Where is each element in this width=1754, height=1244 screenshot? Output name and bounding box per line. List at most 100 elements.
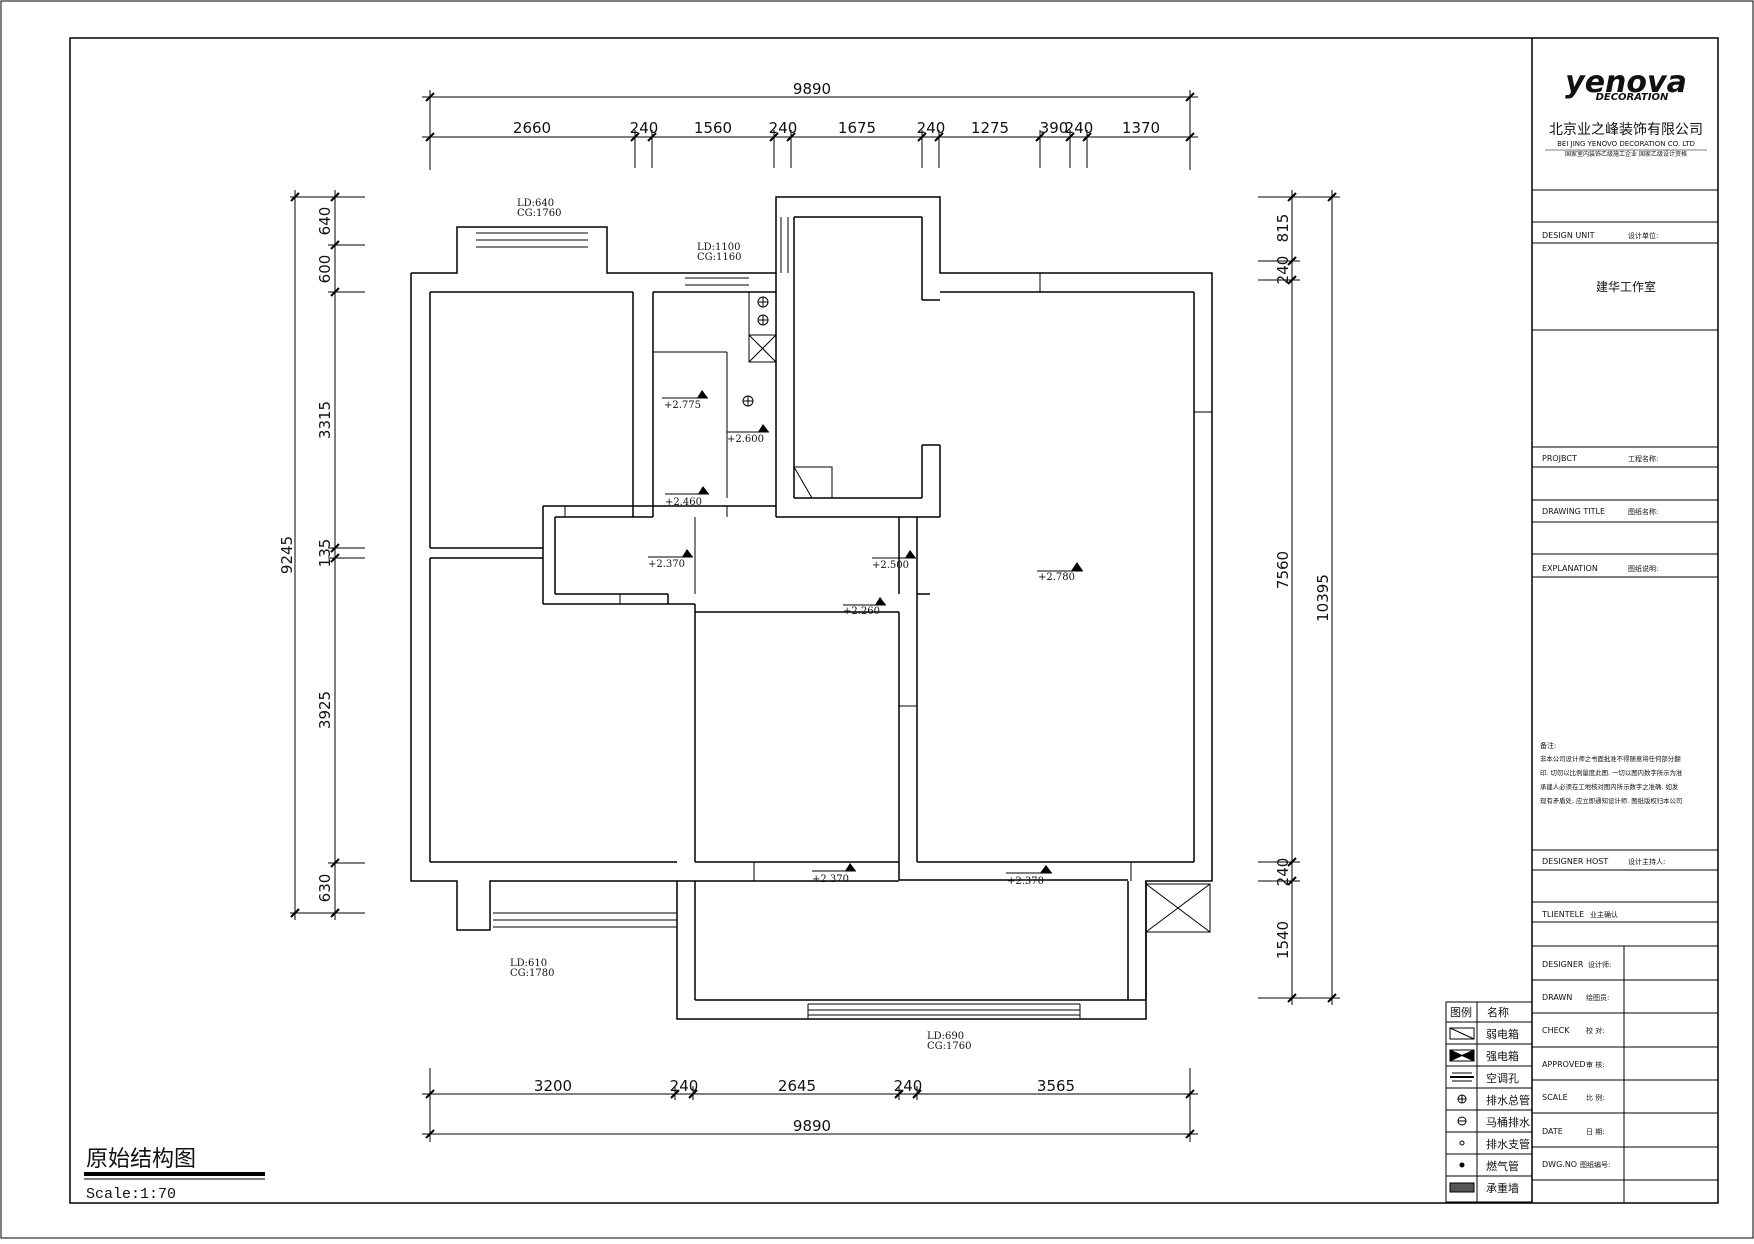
legend-item: 弱电箱: [1486, 1027, 1519, 1041]
window-cg: CG:1760: [927, 1041, 971, 1052]
tb-label: DATE: [1542, 1127, 1563, 1136]
tb-cn: 校 对:: [1586, 1026, 1605, 1035]
dim-label: 240: [630, 119, 659, 137]
tb-label: TLIENTELE: [1541, 910, 1584, 919]
elevation-value: +2.460: [665, 497, 702, 508]
dim-label: 1540: [1274, 921, 1292, 959]
window-cg: CG:1160: [697, 252, 741, 263]
right-segment-labels: 815 240 7560 240 1540: [1274, 214, 1292, 959]
dim-label: 135: [316, 539, 334, 568]
window-ld: LD:610: [510, 958, 547, 969]
dim-label: 630: [316, 874, 334, 903]
legend-symbols: [1449, 1027, 1475, 1193]
window-cg: CG:1780: [510, 968, 554, 979]
elevation-markers: +2.775 +2.600 +2.460 +2.370 +2.500 +2.78…: [648, 390, 1083, 887]
legend-item: 排水支管: [1486, 1137, 1530, 1151]
tb-cn: 图纸说明:: [1628, 564, 1658, 573]
right-total-dimension: 10395: [1314, 574, 1332, 622]
dim-label: 240: [917, 119, 946, 137]
tb-cn: 设计师:: [1588, 960, 1611, 969]
title-block: [1531, 38, 1718, 1203]
notes-title: 备注:: [1540, 741, 1556, 750]
dim-label: 1370: [1122, 119, 1160, 137]
elevation-value: +2.600: [727, 434, 764, 445]
tb-cn: 比 例:: [1586, 1093, 1605, 1102]
company-logo: yenova DECORATION: [1565, 65, 1687, 103]
tb-cn: 设计主持人:: [1628, 857, 1665, 866]
tb-label: DRAWING TITLE: [1542, 507, 1605, 516]
dim-label: 240: [769, 119, 798, 137]
tb-label: CHECK: [1542, 1026, 1570, 1035]
fixture-cabinet: [748, 291, 777, 363]
elevation-marker: +2.600: [727, 424, 769, 445]
elevation-marker: +2.780: [1037, 562, 1083, 583]
tb-label: EXPLANATION: [1542, 564, 1598, 573]
outer-wall: [410, 196, 1213, 1020]
elevation-value: +2.780: [1038, 572, 1075, 583]
elevation-marker: +2.775: [662, 390, 708, 411]
dim-label: 2660: [513, 119, 551, 137]
gas-pipe-icon: [1459, 1162, 1465, 1168]
top-total-dimension: 9890: [793, 80, 831, 98]
dim-label: 3565: [1037, 1077, 1075, 1095]
drawing-title: 原始结构图: [86, 1147, 196, 1172]
elevation-value: +2.370: [1007, 876, 1044, 887]
tb-label: DESIGN UNIT: [1542, 231, 1595, 240]
title-underline: [84, 1172, 265, 1176]
logo-wordmark: yenova: [1565, 65, 1687, 100]
pipes: [742, 296, 769, 407]
tb-cn: 图纸名称:: [1628, 507, 1658, 516]
elevation-value: +2.370: [812, 874, 849, 885]
tb-cn: 日 期:: [1586, 1128, 1605, 1136]
notes-line: 印. 切勿以比例量度此图. 一切以图内数字所示为准: [1540, 768, 1683, 777]
tb-label: DRAWN: [1542, 993, 1572, 1002]
dim-label: 390: [1040, 119, 1069, 137]
dim-label: 7560: [1274, 551, 1292, 589]
company-name-cn: 北京业之峰装饰有限公司: [1549, 122, 1703, 138]
legend-item: 燃气管: [1486, 1159, 1519, 1173]
company-cert: 国家室内装饰乙级施工企业 国家乙级设计资格: [1565, 150, 1687, 158]
dim-label: 240: [1274, 858, 1292, 887]
drain-branch-icon: [1459, 1140, 1465, 1146]
dim-label: 240: [1065, 119, 1094, 137]
window-ld: LD:690: [927, 1031, 964, 1042]
legend-header: 图例: [1450, 1005, 1472, 1019]
tb-cn: 审 核:: [1586, 1060, 1605, 1069]
dim-label: 240: [894, 1077, 923, 1095]
dim-label: 600: [316, 255, 334, 284]
legend-item: 排水总管: [1486, 1093, 1530, 1107]
legend-text: 图例 名称 弱电箱 强电箱 空调孔 排水总管 马桶排水 排水支管 燃气管 承重墙: [1450, 1005, 1530, 1195]
elevation-marker: +2.370: [648, 549, 693, 570]
tb-cn: 业主确认: [1590, 910, 1618, 919]
bottom-total-dimension: 9890: [793, 1117, 831, 1135]
tb-label: PROJBCT: [1542, 454, 1577, 463]
window-ld: LD:1100: [697, 242, 740, 253]
elevation-marker: +2.500: [872, 550, 916, 571]
top-dimension-ticks: [425, 92, 1195, 142]
legend-item: 空调孔: [1486, 1071, 1519, 1085]
dim-label: 1560: [694, 119, 732, 137]
elevation-value: +2.370: [648, 559, 685, 570]
left-segment-labels: 640 600 3315 135 3925 630: [316, 207, 334, 903]
dim-label: 1275: [971, 119, 1009, 137]
tb-label: DWG.NO: [1542, 1160, 1577, 1169]
notes-line: 非本公司设计师之书面批准不得随意将任何部分翻: [1540, 754, 1681, 763]
right-dimension-ticks: [1287, 192, 1337, 1003]
drawing-scale: Scale:1:70: [86, 1186, 176, 1203]
notes-line: 承建人必须在工地核对图内所示数字之准确. 如发: [1540, 782, 1679, 791]
floor-plan: [410, 196, 1213, 1020]
company-name-en: BEI JING YENOVO DECORATION CO. LTD: [1557, 140, 1695, 148]
legend-item: 马桶排水: [1486, 1115, 1530, 1129]
elevation-value: +2.500: [872, 560, 909, 571]
tb-label: SCALE: [1542, 1093, 1568, 1102]
elevation-value: +2.260: [843, 606, 880, 617]
bottom-dimension-ticks: [425, 1089, 1195, 1139]
dim-label: 2645: [778, 1077, 816, 1095]
dim-label: 240: [670, 1077, 699, 1095]
legend-item: 承重墙: [1486, 1181, 1519, 1195]
shower-corner: [793, 466, 833, 499]
tb-cn: 工程名称:: [1628, 454, 1658, 463]
weak-box-icon: [1449, 1027, 1475, 1040]
elevation-marker: +2.460: [665, 486, 709, 508]
